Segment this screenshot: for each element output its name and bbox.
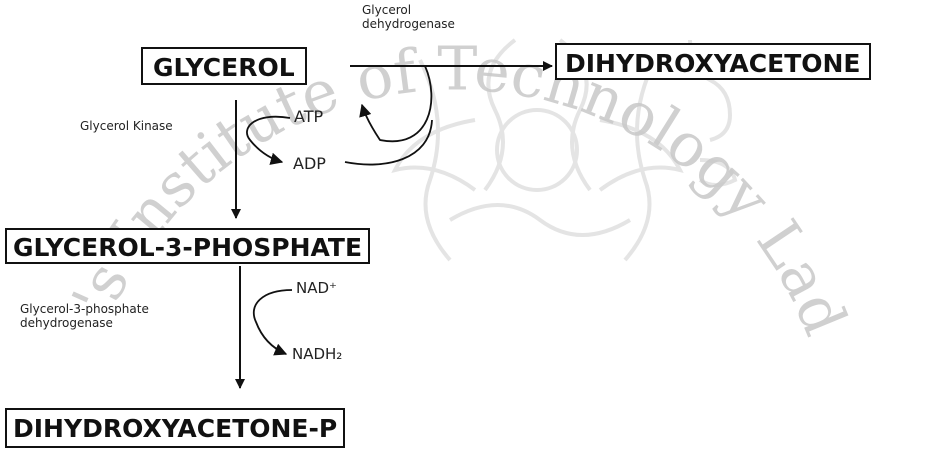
curve-adp-to-loop xyxy=(344,119,433,166)
cofactor-nadh: NADH₂ xyxy=(292,345,343,363)
node-dihydroxyacetone: DIHYDROXYACETONE xyxy=(555,43,871,80)
curve-atp-to-adp xyxy=(246,115,291,165)
cofactor-nad: NAD⁺ xyxy=(296,279,337,297)
enzyme-glycerol-kinase: Glycerol Kinase xyxy=(80,119,173,133)
enzyme-g3p-dehydrogenase: Glycerol-3-phosphate dehydrogenase xyxy=(20,302,149,330)
node-glycerol-3-phosphate: GLYCEROL-3-PHOSPHATE xyxy=(5,228,371,264)
curve-atp-return xyxy=(359,65,433,143)
node-glycerol: GLYCEROL xyxy=(141,47,307,85)
cofactor-atp: ATP xyxy=(294,107,324,126)
curve-nad-to-nadh xyxy=(252,289,293,356)
cofactor-adp: ADP xyxy=(293,154,326,173)
enzyme-glycerol-dehydrogenase: Glycerol dehydrogenase xyxy=(362,3,455,31)
node-dihydroxyacetone-p: DIHYDROXYACETONE-P xyxy=(5,408,346,448)
